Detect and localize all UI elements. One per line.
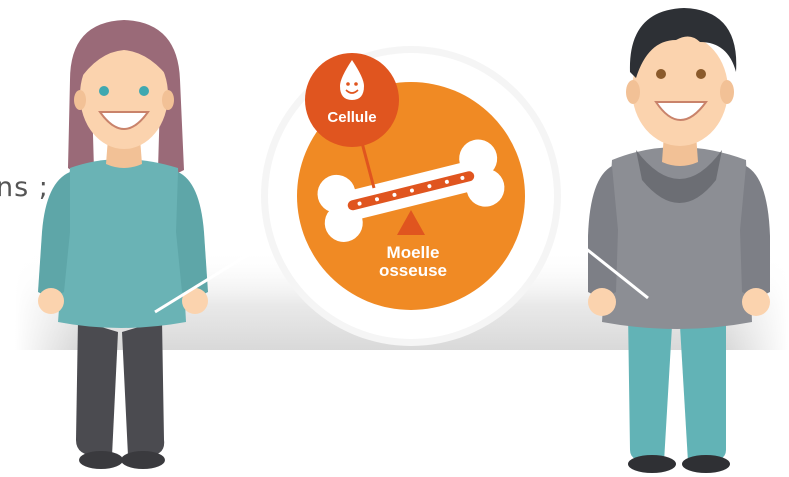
marrow-pointer-triangle: [397, 210, 425, 235]
cell-label: Cellule: [327, 109, 376, 126]
bone-marrow-callout: Cellule Moelle osseuse: [261, 46, 561, 346]
cut-off-caption-text: ns ;: [0, 172, 49, 203]
woman-figure: [38, 20, 208, 469]
cell-drop-icon: [340, 60, 364, 100]
marrow-label-line-2: osseuse: [379, 261, 447, 280]
marrow-label-line-1: Moelle: [387, 243, 440, 262]
man-figure: [588, 8, 770, 473]
man-pointer-line: [559, 226, 649, 300]
woman-pointer-line: [154, 236, 276, 314]
bone-icon: [317, 139, 505, 242]
